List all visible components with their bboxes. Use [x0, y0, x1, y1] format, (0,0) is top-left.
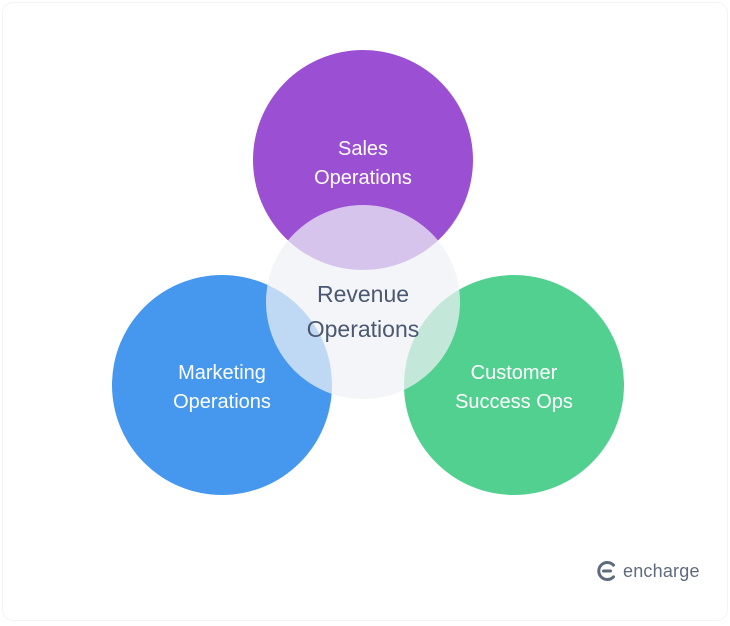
revenue-operations-venn-diagram: Sales Operations Revenue Operations Mark…: [112, 50, 624, 495]
diagram-canvas: Sales Operations Revenue Operations Mark…: [3, 3, 727, 620]
marketing-operations-label-line1: Marketing: [178, 362, 266, 384]
encharge-logo-wordmark: encharge: [623, 561, 700, 581]
marketing-operations-label-line2: Operations: [173, 391, 271, 413]
customer-success-ops-label-line2: Success Ops: [455, 391, 573, 413]
customer-success-ops-label-line1: Customer: [471, 362, 558, 384]
sales-operations-label-line1: Sales: [338, 138, 388, 160]
sales-operations-label-line2: Operations: [314, 167, 412, 189]
revenue-operations-circle: [266, 205, 460, 399]
customer-success-ops-circle: [404, 275, 624, 495]
encharge-logo: encharge: [596, 558, 700, 584]
revenue-operations-label-line1: Revenue: [317, 281, 409, 307]
sales-operations-circle: [253, 50, 473, 270]
encharge-logo-icon: [596, 560, 618, 582]
revenue-operations-label-line2: Operations: [307, 316, 420, 342]
